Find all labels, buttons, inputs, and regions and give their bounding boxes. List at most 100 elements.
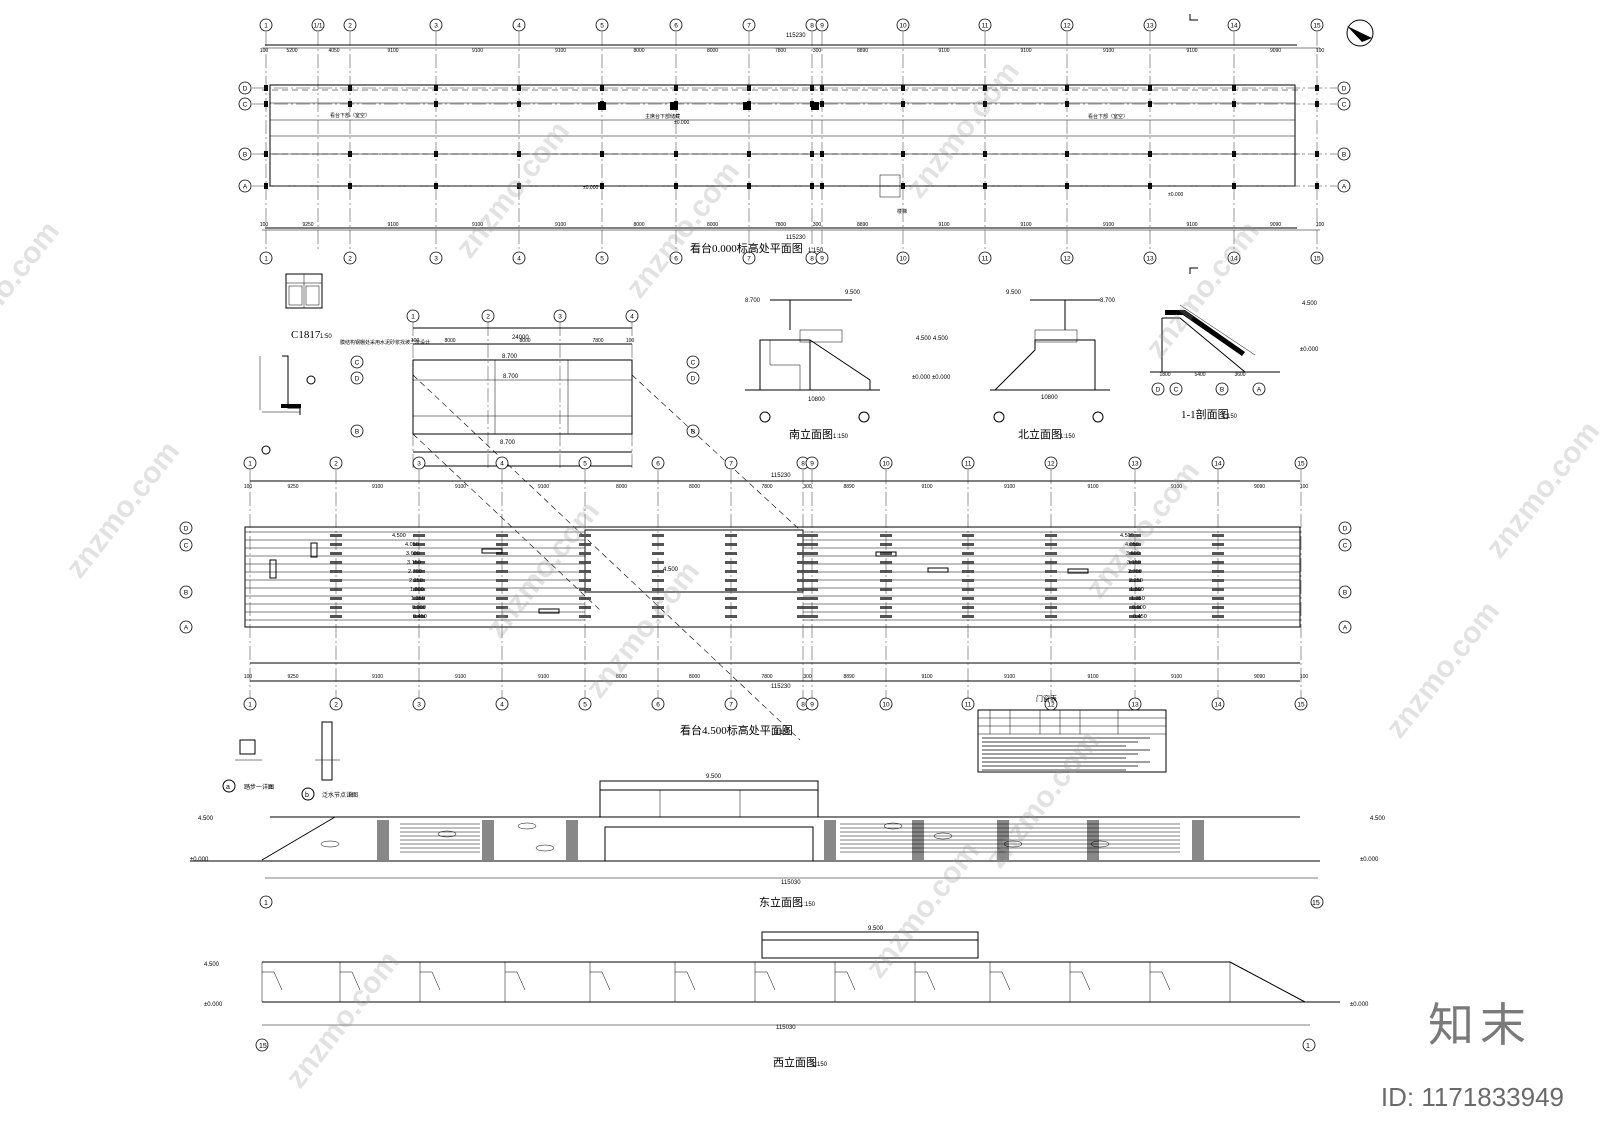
svg-text:100: 100 — [260, 48, 269, 54]
plan0-axis-top-10: 10 — [896, 18, 910, 32]
image-id-label: ID: 1171833949 — [1380, 1082, 1564, 1112]
svg-text:2: 2 — [334, 461, 338, 468]
section-level-b: ±0.000 — [1300, 347, 1319, 353]
svg-text:1.350: 1.350 — [1131, 596, 1145, 602]
north-level-b: 8.700 — [1100, 298, 1116, 304]
east-level-left-0: ±0.000 — [190, 857, 209, 863]
plan0-note-left: 看台下部（室空） — [330, 112, 370, 119]
plan45-axis-bot-13: 13 — [1128, 697, 1142, 711]
plan45-axis-top-9: 9 — [805, 456, 819, 470]
svg-text:D: D — [691, 376, 696, 383]
west-elevation: 9.500 4.500 ±0.000 ±0.000 115030 15 1 西立… — [204, 926, 1369, 1069]
svg-text:9: 9 — [820, 23, 824, 30]
svg-text:14: 14 — [1214, 461, 1222, 468]
plan0-axis-bot-10: 10 — [896, 251, 910, 265]
plan0-total-bot: 115230 — [786, 235, 806, 241]
svg-text:9100: 9100 — [455, 484, 466, 490]
plan0-total-top: 115230 — [786, 33, 806, 39]
svg-text:D: D — [1156, 387, 1161, 394]
svg-text:1.350: 1.350 — [411, 596, 425, 602]
door-table-title: 门窗表 — [1036, 694, 1057, 703]
svg-text:9100: 9100 — [538, 484, 549, 490]
plan0-note-mid: 主席台下部储藏 — [645, 113, 680, 120]
plan45-axis-top-14: 14 — [1211, 456, 1225, 470]
svg-text:5200: 5200 — [286, 48, 297, 54]
svg-text:15: 15 — [1313, 23, 1321, 30]
svg-text:300: 300 — [803, 484, 812, 490]
svg-text:12: 12 — [1063, 256, 1071, 263]
svg-text:a: a — [226, 784, 230, 791]
svg-text:8000: 8000 — [444, 338, 455, 344]
plan45-axis-bot-6: 6 — [651, 697, 665, 711]
svg-text:8: 8 — [801, 702, 805, 709]
plan45-axis-bot-15: 15 — [1294, 697, 1308, 711]
svg-text:4: 4 — [500, 461, 504, 468]
svg-text:2: 2 — [348, 23, 352, 30]
north-level-a: 9.500 — [1006, 290, 1022, 296]
plan0-axis-top-1/1: 1/1 — [311, 18, 325, 32]
svg-text:B: B — [1220, 387, 1224, 394]
svg-text:4: 4 — [630, 314, 634, 321]
plan0-axis-top-14: 14 — [1227, 18, 1241, 32]
east-level-right-0: ±0.000 — [1360, 857, 1379, 863]
svg-text:znzmo.com: znzmo.com — [0, 215, 66, 364]
plan45-axis-bot-8: 8 — [796, 697, 810, 711]
plan0-axis-top-6: 6 — [669, 18, 683, 32]
plan45-axis-top-6: 6 — [651, 456, 665, 470]
plan45-axis-top-1: 1 — [243, 456, 257, 470]
roof-axis-4: 4 — [625, 309, 639, 323]
plan45-total-top: 115230 — [771, 473, 791, 479]
svg-text:100: 100 — [244, 674, 253, 680]
plan0-scale: 1:150 — [808, 248, 824, 254]
svg-text:9100: 9100 — [387, 48, 398, 54]
plan0-axis-bot-1: 1 — [259, 251, 273, 265]
svg-text:C: C — [355, 360, 360, 367]
svg-text:300: 300 — [813, 48, 822, 54]
plan0-row-left-A: A — [238, 179, 252, 193]
svg-text:3: 3 — [417, 702, 421, 709]
svg-text:1: 1 — [264, 23, 268, 30]
east-total: 115030 — [781, 880, 801, 886]
svg-text:6: 6 — [674, 23, 678, 30]
svg-text:B: B — [1343, 590, 1347, 597]
svg-text:4: 4 — [517, 256, 521, 263]
svg-text:10: 10 — [882, 702, 890, 709]
svg-text:1: 1 — [248, 702, 252, 709]
plan0-row-left-B: B — [238, 147, 252, 161]
detail-a-scale: 15 — [268, 785, 274, 791]
window-c1817-detail: C1817 1:50 — [285, 273, 332, 341]
svg-text:2.700: 2.700 — [1128, 569, 1142, 575]
svg-text:C: C — [1342, 102, 1347, 109]
plan45-axis-bot-4: 4 — [495, 697, 509, 711]
svg-text:D: D — [355, 376, 360, 383]
svg-text:7800: 7800 — [761, 674, 772, 680]
svg-text:9100: 9100 — [1004, 484, 1015, 490]
svg-text:A: A — [1342, 184, 1347, 191]
svg-text:7: 7 — [747, 256, 751, 263]
plan0-axis-bot-3: 3 — [429, 251, 443, 265]
west-axis-right: 1 — [1306, 1043, 1310, 1050]
plan0-level-a: ±0.000 — [583, 185, 598, 191]
section-axis-A: A — [1252, 382, 1266, 396]
plan45-axis-top-15: 15 — [1294, 456, 1308, 470]
svg-text:2: 2 — [486, 314, 490, 321]
svg-text:5: 5 — [583, 702, 587, 709]
plan0-axis-top-9: 9 — [815, 18, 829, 32]
svg-text:A: A — [1343, 625, 1348, 632]
svg-text:9100: 9100 — [1020, 222, 1031, 228]
roof-row-left-B: B — [350, 424, 364, 438]
svg-text:100: 100 — [1300, 484, 1309, 490]
svg-text:znzmo.com: znzmo.com — [580, 555, 707, 704]
svg-text:7: 7 — [747, 23, 751, 30]
svg-text:8000: 8000 — [633, 48, 644, 54]
watermark-layer: znzmo.comznzmo.comznzmo.comznzmo.comznzm… — [0, 55, 1600, 1094]
section-title: 1-1剖面图 — [1181, 407, 1229, 421]
parapet-detail — [259, 355, 316, 455]
plan45-row-right-C: C — [1338, 538, 1352, 552]
svg-text:9100: 9100 — [1171, 674, 1182, 680]
svg-text:8000: 8000 — [707, 222, 718, 228]
svg-text:3.600: 3.600 — [406, 551, 420, 557]
